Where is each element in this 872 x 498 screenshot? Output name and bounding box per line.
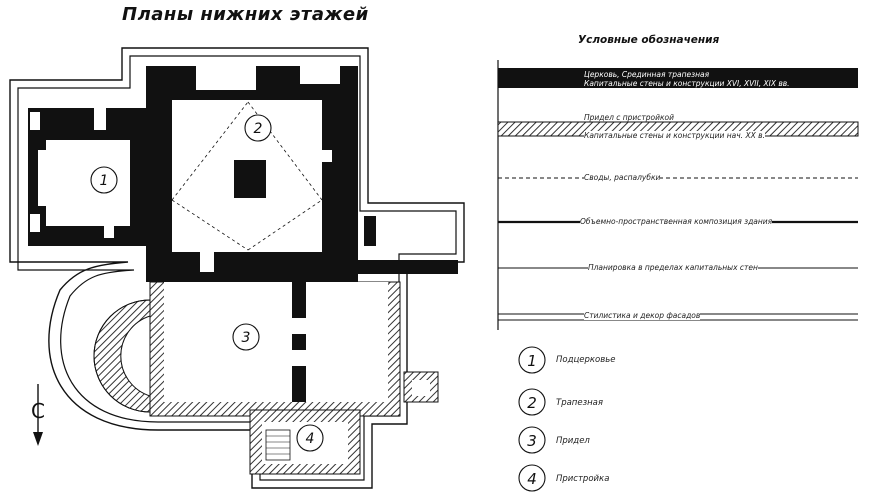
legend-room-3-label: Придел (556, 436, 590, 446)
legend-room-circles (518, 346, 546, 492)
legend-room-2-label: Трапезная (556, 398, 603, 408)
legend-item-6: Стилистика и декор фасадов (584, 311, 701, 320)
plan-label-2: 2 (254, 121, 263, 137)
room-3-walls (93, 281, 401, 417)
legend-swatches (497, 60, 859, 330)
east-porch (403, 371, 439, 403)
legend-num-4: 4 (527, 470, 537, 488)
plan-label-1: 1 (100, 173, 109, 189)
north-arrow: С (31, 384, 45, 446)
legend-item-4: Объемно-пространственная композиция здан… (580, 217, 773, 226)
drawing-title: Планы нижних этажей (122, 4, 369, 25)
legend-num-2: 2 (527, 394, 537, 412)
east-buttress (364, 216, 376, 246)
room-1-walls (28, 108, 146, 246)
legend-item-2-line-1: Придел с пристройкой (584, 113, 675, 122)
north-label: С (31, 399, 45, 423)
legend-title: Условные обозначения (578, 34, 720, 46)
legend-room-4-label: Пристройка (556, 474, 610, 484)
room-2-walls (146, 66, 358, 282)
legend-num-3: 3 (527, 432, 537, 450)
legend-num-1: 1 (527, 352, 537, 370)
legend-item-2-line-2: Капитальные стены и конструкции нач. XX … (584, 131, 765, 140)
plan-label-3: 3 (242, 330, 251, 346)
legend-item-3: Своды, распалубки (584, 173, 661, 182)
plan-label-4: 4 (306, 431, 315, 447)
east-wall-strip (358, 260, 458, 274)
legend-item-1-line-1: Церковь, Срединная трапезная (584, 70, 710, 79)
legend-item-1-line-2: Капитальные стены и конструкции XVI, XVI… (584, 79, 790, 88)
building-outline (9, 47, 465, 489)
plan-room-markers (90, 114, 324, 452)
building-outline-inner (17, 55, 457, 481)
legend-item-5: Планировка в пределах капитальных стен (588, 263, 758, 272)
legend-room-1-label: Подцерковье (556, 355, 616, 365)
